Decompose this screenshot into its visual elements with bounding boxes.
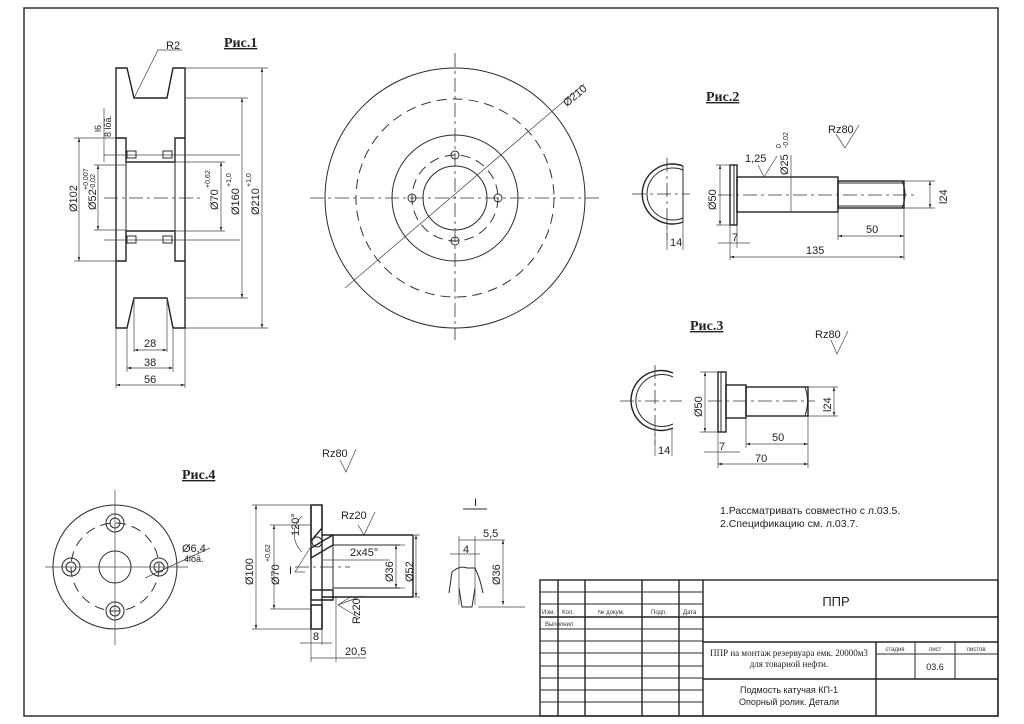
fig1-front-view: Ø210: [310, 53, 600, 340]
fig2-dim-d25-tol-low: -0,02: [783, 132, 790, 148]
fig1-dim-d52-tol-up: +0,007: [83, 168, 90, 190]
fig2-dim-7: 7: [732, 232, 738, 244]
fig1-section-view: Рис.1 R2 Ø70 +0,62 Ø160 +: [68, 36, 268, 388]
fig4-dim-8: 8: [313, 631, 319, 643]
tb-header-sign: Подп.: [651, 610, 667, 616]
fig1-dim-holes: 8 lōā.: [103, 115, 113, 137]
fig1-dim-thread: l6: [93, 125, 103, 132]
fig4-dim-holes-count: 4lōā.: [184, 554, 204, 564]
fig1-dim-d210-tol: +1,0: [246, 173, 253, 187]
notes: 1.Рассматривать совместно с л.03.5. 2.Сп…: [720, 505, 900, 530]
fig1-dim-28: 28: [144, 338, 156, 350]
note-2: 2.Спецификацию см. л.03.7.: [720, 518, 858, 530]
tb-header-kol: Кол.: [562, 610, 574, 616]
fig4-dim-d100: Ø100: [244, 558, 256, 585]
note-1: 1.Рассматривать совместно с л.03.5.: [720, 505, 900, 517]
tb-drawing-line1: Подмость катучая КП-1: [740, 685, 838, 695]
detail-i-view: I 5,5 4 Ø36: [448, 497, 525, 608]
fig2-dim-d50: Ø50: [707, 189, 719, 210]
fig1-body-top: [115, 67, 186, 163]
sheet-border: [23, 7, 999, 717]
fig3-roughness: Rz80: [815, 329, 841, 341]
fig4-detail-ref: I: [289, 565, 292, 577]
fig1-front-dim-d210: Ø210: [561, 83, 589, 109]
fig1-title: Рис.1: [224, 36, 257, 51]
tb-header-date: Дата: [683, 610, 697, 616]
tb-project-line2: для товарной нефти.: [750, 659, 829, 669]
fig1-dim-d52: Ø52: [87, 189, 99, 210]
tb-performed-by: Выполнил: [545, 622, 574, 628]
detail-i-title: I: [474, 497, 477, 509]
fig4-dim-chamfer: 2x45°: [350, 547, 378, 559]
fig1-dim-d52-tol-low: -0,02: [90, 174, 97, 190]
detail-i-dim-5-5: 5,5: [483, 528, 498, 540]
fig2-dim-14: 14: [670, 237, 682, 249]
fig1-dim-d160: Ø160: [230, 188, 242, 215]
fig4-dim-d70: Ø70: [270, 564, 282, 585]
fig4-dim-d36: Ø36: [384, 561, 396, 582]
tb-sheets-label: листов: [966, 647, 985, 653]
fig3-title: Рис.3: [690, 319, 723, 334]
fig2-dim-d25-tol-up: 0: [776, 144, 783, 148]
fig3-dim-d50: Ø50: [693, 396, 705, 417]
tb-drawing-line2: Опорный ролик. Детали: [739, 697, 839, 707]
fig3-dim-70: 70: [755, 453, 767, 465]
fig2-dim-d25: Ø25: [779, 154, 791, 175]
fig4-rz20-bottom: Rz20: [351, 598, 363, 624]
fig4-title: Рис.4: [182, 468, 215, 483]
fig3-dim-l24: l24: [822, 397, 834, 412]
tb-header-izm: Изм.: [542, 610, 555, 616]
fig1-dim-d160-tol: +1,0: [226, 173, 233, 187]
fig1-dim-d70-tol: +0,62: [205, 170, 212, 188]
fig4-flange-section: Rz80 I 120° Ø100 Ø70 +0,62 Rz20 2x45°: [244, 448, 420, 662]
fig2-pin-view: Рис.2 Rz80 14 Ø50 Ø25 0 -0,02 1,25: [632, 90, 950, 260]
fig1-dim-d70: Ø70: [209, 189, 221, 210]
fig2-dim-chamfer: 1,25: [745, 153, 766, 165]
fig3-dim-14: 14: [658, 445, 670, 457]
fig4-dim-d52: Ø52: [404, 561, 416, 582]
tb-sheet-value: 03.6: [926, 662, 944, 672]
fig4-dim-d70-tol: +0,62: [265, 544, 272, 562]
fig1-dim-38: 38: [144, 357, 156, 369]
fig2-roughness: Rz80: [828, 124, 854, 136]
fig4-dim-hole: Ø6,4: [182, 543, 206, 555]
fig3-pin-view: Рис.3 Rz80 14 Ø50 l24 50 7 70: [620, 319, 849, 468]
title-block: Изм. Кол. № докум. Подп. Дата Выполнил П…: [539, 579, 999, 717]
fig3-dim-50: 50: [772, 432, 784, 444]
tb-project-line1: ППР на монтаж резервуара емк. 20000м3: [710, 648, 868, 658]
fig1-dim-r2: R2: [166, 40, 180, 52]
fig2-dim-l24: l24: [938, 189, 950, 204]
fig4-flange-front: Рис.4 Ø6,4 4lōā.: [45, 468, 215, 645]
fig3-dim-7: 7: [719, 441, 725, 453]
fig1-dim-56: 56: [144, 374, 156, 386]
fig4-dim-20-5: 20,5: [345, 646, 366, 658]
fig4-dim-angle: 120°: [290, 513, 302, 536]
detail-i-dim-d36: Ø36: [491, 564, 503, 585]
fig4-roughness: Rz80: [322, 448, 348, 460]
tb-stage-label: стадия: [885, 647, 904, 653]
fig4-rz20-top: Rz20: [341, 510, 367, 522]
tb-sheet-label: лист: [929, 647, 942, 653]
fig2-title: Рис.2: [706, 90, 739, 105]
fig1-dim-d210: Ø210: [250, 188, 262, 215]
fig2-dim-50: 50: [866, 224, 878, 236]
detail-i-dim-4: 4: [463, 544, 469, 556]
fig2-dim-135: 135: [806, 245, 824, 257]
fig1-body-bottom: [115, 230, 186, 329]
tb-code: ППР: [822, 594, 849, 609]
tb-header-doc: № докум.: [598, 609, 625, 616]
fig1-dim-d102: Ø102: [68, 185, 80, 212]
